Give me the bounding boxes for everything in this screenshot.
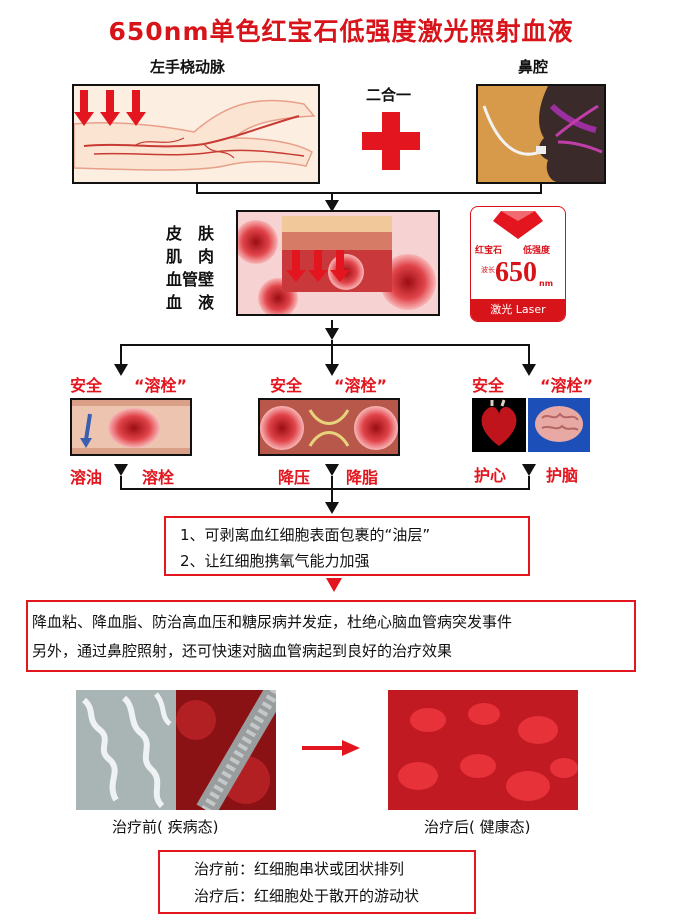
arrow-down-icon	[114, 464, 128, 476]
summary-line-2: 治疗后：红细胞处于散开的游动状	[194, 887, 420, 905]
branch1-out-left: 溶油	[70, 468, 103, 487]
rbc-cleaning-drawing	[72, 400, 190, 454]
wrist-drawing	[74, 86, 318, 182]
combine-label: 二合一	[366, 86, 412, 104]
nose-drawing	[478, 86, 604, 182]
arrow-down-icon	[325, 502, 339, 514]
red-arrow-down-icon	[326, 578, 342, 592]
layer-labels: 皮 肤 肌 肉 血管壁 血 液	[166, 222, 228, 314]
arrow-down-icon	[114, 364, 128, 376]
layer-muscle: 肌 肉	[166, 247, 215, 266]
arrow-down-icon	[325, 200, 339, 212]
after-image	[388, 690, 578, 810]
benefits-box: 降血粘、降血脂、防治高血压和糖尿病并发症，杜绝心脑血管病突发事件 另外，通过鼻腔…	[26, 600, 636, 672]
branch2-safe: 安全	[270, 376, 303, 395]
branch1-out-right: 溶栓	[142, 468, 175, 487]
heart-image	[472, 398, 526, 452]
branch3-quote: “溶栓”	[540, 376, 594, 395]
arrow-down-icon	[522, 364, 536, 376]
branch3-out-left: 护心	[474, 466, 507, 485]
wrist-label: 左手桡动脉	[150, 58, 226, 76]
ruby-icon	[493, 211, 543, 239]
badge-unit: nm	[539, 279, 554, 288]
summary-box: 治疗前：红细胞串状或团状排列 治疗后：红细胞处于散开的游动状	[158, 850, 476, 914]
effect-line-1: 1、可剥离血红细胞表面包裹的“油层”	[180, 526, 431, 544]
nose-label: 鼻腔	[518, 58, 549, 76]
effects-box: 1、可剥离血红细胞表面包裹的“油层” 2、让红细胞携氧气能力加强	[164, 516, 530, 576]
branch2-out-right: 降脂	[346, 468, 379, 487]
branch1-quote: “溶栓”	[134, 376, 188, 395]
page-title: 650nm单色红宝石低强度激光照射血液	[108, 17, 574, 46]
nose-image	[476, 84, 606, 184]
benefit-line-2: 另外，通过鼻腔照射，还可快速对脑血管病起到良好的治疗效果	[32, 642, 453, 660]
brain-image	[528, 398, 590, 452]
brain-icon	[535, 406, 583, 442]
badge-ruby-label: 红宝石	[475, 246, 503, 256]
badge-laser-label: 激光 Laser	[471, 299, 565, 321]
branch2-out-left: 降压	[278, 468, 311, 487]
after-drawing	[388, 690, 578, 810]
arrow-down-icon	[522, 464, 536, 476]
red-arrow-right-icon	[302, 740, 360, 756]
rbc-vessel-drawing	[260, 400, 398, 454]
benefit-line-1: 降血粘、降血脂、防治高血压和糖尿病并发症，杜绝心脑血管病突发事件	[32, 613, 513, 631]
effect-line-2: 2、让红细胞携氧气能力加强	[180, 552, 370, 570]
branch2-quote: “溶栓”	[334, 376, 388, 395]
laser-badge: 红宝石 低强度 波长 650 nm 激光 Laser	[470, 206, 566, 322]
branch1-image	[70, 398, 192, 456]
heart-icon	[481, 399, 517, 446]
summary-line-1: 治疗前：红细胞串状或团状排列	[194, 860, 405, 878]
layer-blood: 血 液	[166, 293, 215, 312]
before-image	[76, 690, 276, 810]
branch3-out-right: 护脑	[546, 466, 579, 485]
before-drawing	[76, 690, 276, 810]
badge-intensity-label: 低强度	[523, 246, 551, 256]
arrow-down-icon	[325, 328, 339, 340]
tissue-drawing	[238, 212, 438, 314]
before-label: 治疗前( 疾病态)	[112, 818, 219, 836]
layer-skin: 皮 肤	[166, 224, 215, 243]
wrist-image	[72, 84, 320, 184]
branch3-safe: 安全	[472, 376, 505, 395]
badge-value: 650	[495, 257, 537, 288]
layer-vessel: 血管壁	[166, 270, 215, 289]
arrow-down-icon	[325, 364, 339, 376]
branch2-image	[258, 398, 400, 456]
arrow-down-icon	[325, 464, 339, 476]
badge-wave-label: 波长	[481, 266, 495, 274]
tissue-image	[236, 210, 440, 316]
branch1-safe: 安全	[70, 376, 103, 395]
plus-icon	[362, 112, 420, 170]
after-label: 治疗后( 健康态)	[424, 818, 531, 836]
